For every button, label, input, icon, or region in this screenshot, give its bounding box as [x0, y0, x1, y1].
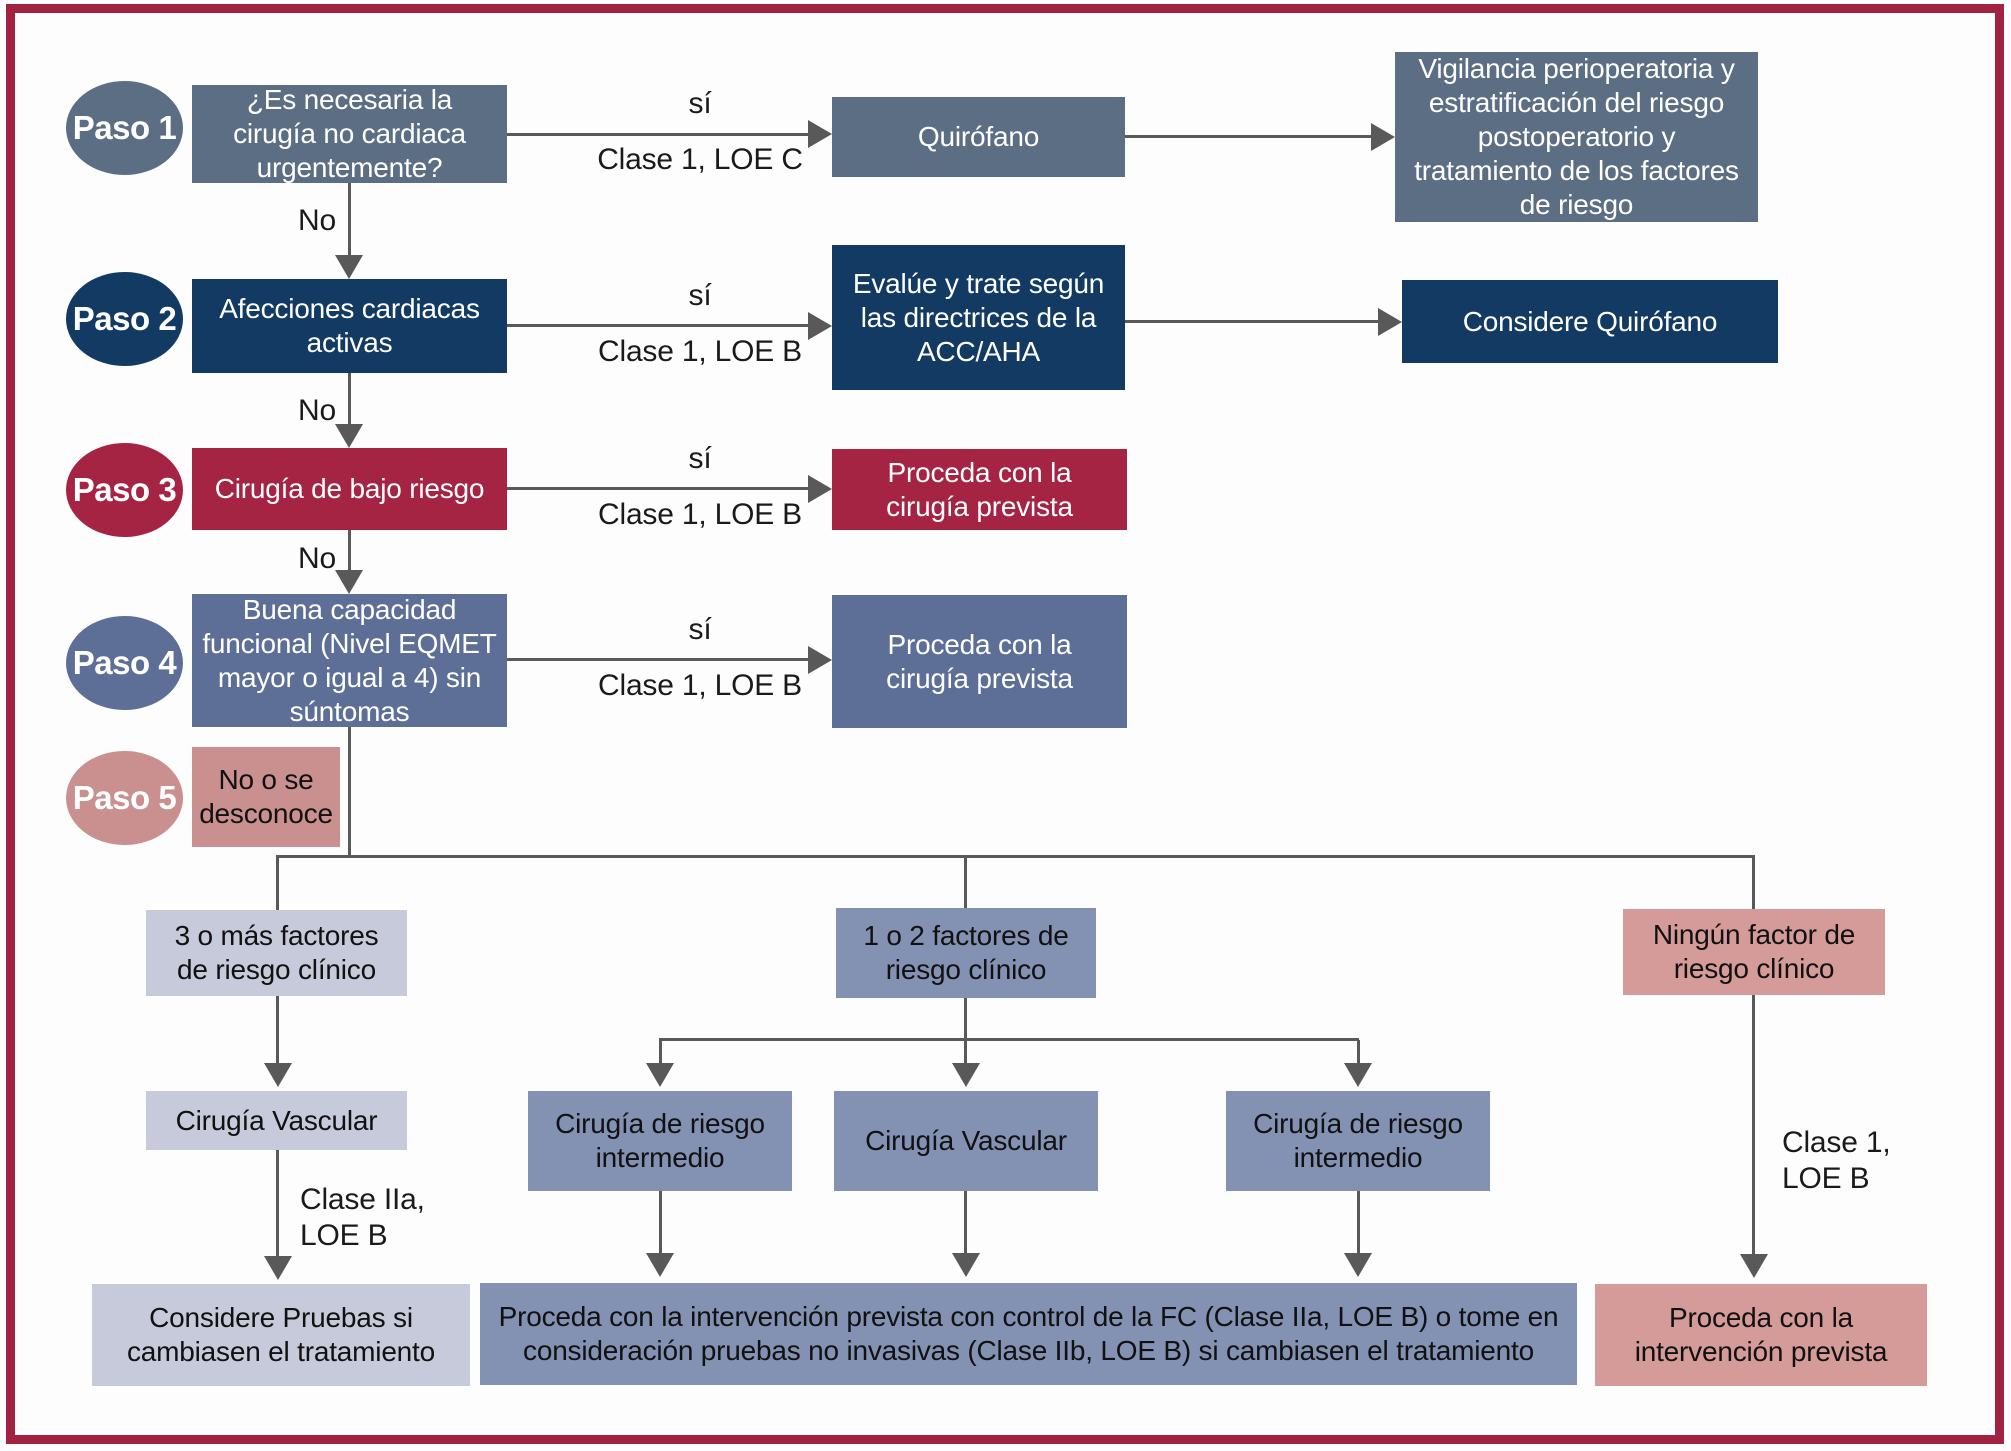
- connector-line: [1357, 1040, 1360, 1063]
- step3-yes-label: sí: [688, 442, 712, 475]
- step2-yes-class-label: Clase 1, LOE B: [598, 335, 802, 368]
- step1-no-label: No: [298, 204, 336, 237]
- connector-line: [348, 183, 351, 255]
- branch-left-header-box: 3 o más factores de riesgo clínico: [146, 910, 407, 996]
- arrowhead-right-icon: [808, 475, 832, 503]
- arrowhead-down-icon: [646, 1063, 674, 1087]
- step3-outcome-box: Proceda con la cirugía prevista: [832, 449, 1127, 530]
- arrowhead-right-icon: [1378, 308, 1402, 336]
- connector-line: [1752, 855, 1755, 909]
- connector-line: [507, 658, 808, 661]
- step4-yes-class-label: Clase 1, LOE B: [598, 669, 802, 702]
- step3-no-label: No: [298, 542, 336, 575]
- right-edge-class-label: Clase 1, LOE B: [1782, 1126, 1891, 1195]
- step2-no-label: No: [298, 394, 336, 427]
- step4-badge: Paso 4: [66, 616, 183, 710]
- arrowhead-down-icon: [646, 1253, 674, 1277]
- arrowhead-down-icon: [335, 570, 363, 594]
- arrowhead-down-icon: [264, 1256, 292, 1280]
- connector-line: [507, 487, 808, 490]
- middle-option-2-box: Cirugía Vascular: [834, 1091, 1098, 1191]
- middle-outcome-box: Proceda con la intervención prevista con…: [480, 1283, 1577, 1385]
- step1-yes-label: sí: [688, 87, 712, 120]
- arrowhead-down-icon: [335, 255, 363, 279]
- step2-badge: Paso 2: [66, 272, 183, 366]
- left-outcome-box: Considere Pruebas si cambiasen el tratam…: [92, 1284, 470, 1386]
- connector-line: [348, 530, 351, 570]
- connector-line: [276, 855, 279, 910]
- connector-line: [276, 1150, 279, 1256]
- arrowhead-right-icon: [1371, 123, 1395, 151]
- connector-line: [964, 1191, 967, 1253]
- connector-line: [1125, 320, 1378, 323]
- connector-line: [1357, 1191, 1360, 1253]
- connector-line: [659, 1040, 662, 1063]
- connector-line: [507, 133, 808, 136]
- arrowhead-down-icon: [952, 1253, 980, 1277]
- step4-question-box: Buena capacidad funcional (Nivel EQMET m…: [192, 594, 507, 727]
- middle-option-1-box: Cirugía de riesgo intermedio: [528, 1091, 792, 1191]
- connector-line: [276, 855, 1755, 858]
- step2-question-box: Afecciones cardiacas activas: [192, 279, 507, 373]
- arrowhead-right-icon: [808, 120, 832, 148]
- step1-followup-box: Vigilancia perioperatoria y estratificac…: [1395, 52, 1758, 222]
- right-outcome-box: Proceda con la intervención prevista: [1595, 1284, 1927, 1386]
- left-edge-class-label: Clase IIa, LOE B: [300, 1183, 425, 1252]
- connector-line: [659, 1191, 662, 1253]
- step4-yes-label: sí: [688, 613, 712, 646]
- arrowhead-down-icon: [1740, 1254, 1768, 1278]
- connector-line: [964, 998, 967, 1040]
- arrowhead-down-icon: [1344, 1253, 1372, 1277]
- connector-line: [1125, 135, 1371, 138]
- step3-yes-class-label: Clase 1, LOE B: [598, 498, 802, 531]
- step1-yes-class-label: Clase 1, LOE C: [597, 143, 803, 176]
- step5-badge: Paso 5: [66, 751, 183, 845]
- connector-line: [964, 855, 967, 908]
- branch-middle-header-box: 1 o 2 factores de riesgo clínico: [836, 908, 1096, 998]
- arrowhead-right-icon: [808, 646, 832, 674]
- step2-followup-box: Considere Quirófano: [1402, 280, 1778, 363]
- connector-line: [659, 1038, 1359, 1041]
- connector-line: [964, 1040, 967, 1063]
- step3-question-box: Cirugía de bajo riesgo: [192, 448, 507, 530]
- arrowhead-right-icon: [808, 312, 832, 340]
- branch-right-header-box: Ningún factor de riesgo clínico: [1623, 909, 1885, 995]
- connector-line: [507, 324, 808, 327]
- connector-line: [276, 996, 279, 1063]
- arrowhead-down-icon: [952, 1063, 980, 1087]
- arrowhead-down-icon: [1344, 1063, 1372, 1087]
- step4-outcome-box: Proceda con la cirugía prevista: [832, 595, 1127, 728]
- step2-yes-label: sí: [688, 279, 712, 312]
- arrowhead-down-icon: [264, 1063, 292, 1087]
- left-surgery-box: Cirugía Vascular: [146, 1091, 407, 1150]
- connector-line: [348, 373, 351, 424]
- step1-badge: Paso 1: [66, 81, 183, 175]
- step3-badge: Paso 3: [66, 443, 183, 537]
- step5-box: No o se desconoce: [192, 747, 340, 847]
- arrowhead-down-icon: [335, 424, 363, 448]
- connector-line: [1752, 995, 1755, 1254]
- connector-line: [348, 727, 351, 857]
- step1-outcome-box: Quirófano: [832, 97, 1125, 177]
- step1-question-box: ¿Es necesaria la cirugía no cardiaca urg…: [192, 84, 507, 183]
- middle-option-3-box: Cirugía de riesgo intermedio: [1226, 1091, 1490, 1191]
- step2-outcome-box: Evalúe y trate según las directrices de …: [832, 245, 1125, 390]
